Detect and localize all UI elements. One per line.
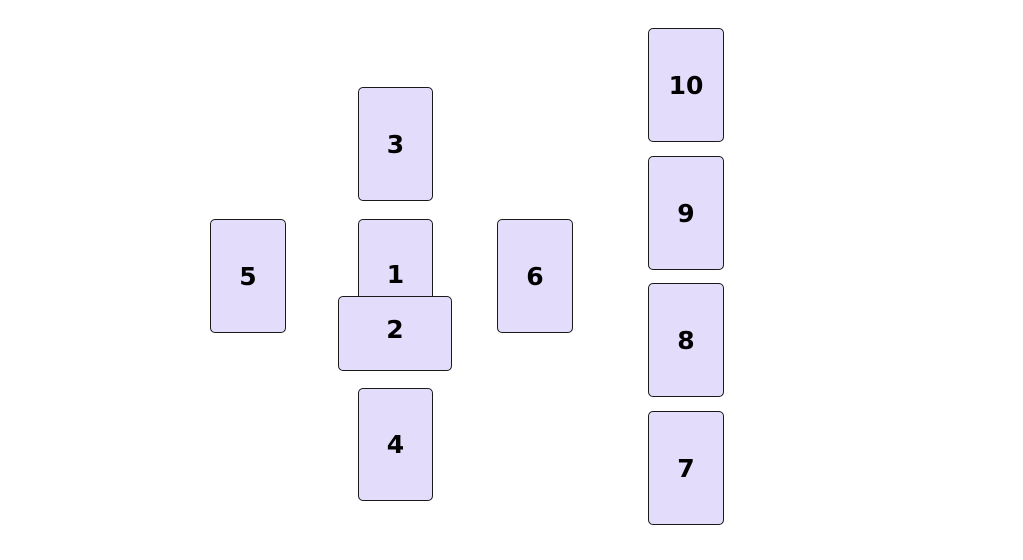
card-number-6: 6 bbox=[526, 261, 544, 291]
card-position-9: 9 bbox=[648, 156, 724, 270]
card-number-5: 5 bbox=[239, 261, 257, 291]
card-number-9: 9 bbox=[677, 198, 695, 228]
card-number-1: 1 bbox=[386, 259, 405, 289]
card-position-3: 3 bbox=[358, 87, 433, 201]
card-number-7: 7 bbox=[677, 453, 695, 483]
card-position-5: 5 bbox=[210, 219, 286, 333]
card-number-3: 3 bbox=[386, 129, 405, 159]
card-number-2: 2 bbox=[386, 315, 404, 344]
card-position-8: 8 bbox=[648, 283, 724, 397]
card-position-10: 10 bbox=[648, 28, 724, 142]
card-position-2-crossing: 2 bbox=[338, 296, 452, 371]
card-position-6: 6 bbox=[497, 219, 573, 333]
card-number-8: 8 bbox=[677, 325, 695, 355]
card-position-7: 7 bbox=[648, 411, 724, 525]
card-number-4: 4 bbox=[386, 430, 405, 459]
card-position-4: 4 bbox=[358, 388, 433, 501]
card-number-10: 10 bbox=[668, 70, 704, 100]
